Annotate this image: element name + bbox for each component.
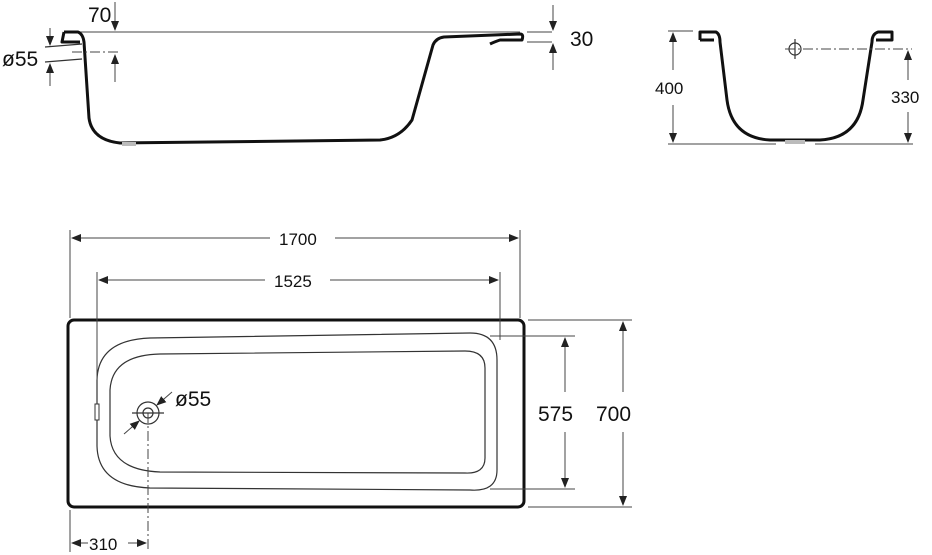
- overflow-slot: [94, 403, 100, 421]
- dim-overflow-height: 330: [891, 88, 919, 107]
- side-view-tub-outline: [64, 30, 525, 145]
- side-view: 70 ø55 30: [2, 2, 593, 146]
- plan-view: ø55 1700 1525 575 700 310: [66, 230, 632, 554]
- dim-outer-width: 700: [596, 403, 631, 426]
- outer-rim: [66, 318, 526, 509]
- dim-height: 400: [655, 79, 683, 98]
- drain-outlet: [785, 140, 805, 144]
- inner-basin-outline: [96, 332, 498, 491]
- dim-rim-offset: 70: [88, 4, 111, 27]
- dim-outer-length: 1700: [279, 230, 317, 249]
- dim-inner-width: 575: [538, 403, 573, 426]
- dim-drain-diameter: ø55: [175, 388, 211, 411]
- dim-overflow-diameter: ø55: [2, 48, 38, 71]
- dim-drain-offset: 310: [89, 535, 117, 554]
- drain-outlet: [122, 142, 136, 146]
- left-rim-hook: [60, 31, 80, 44]
- end-view-tub-outline: [698, 30, 894, 142]
- dim-inner-length: 1525: [274, 272, 312, 291]
- end-view: 400 330: [655, 30, 919, 145]
- basin-floor-outline: [109, 350, 486, 474]
- dim-rim-thickness: 30: [570, 28, 593, 51]
